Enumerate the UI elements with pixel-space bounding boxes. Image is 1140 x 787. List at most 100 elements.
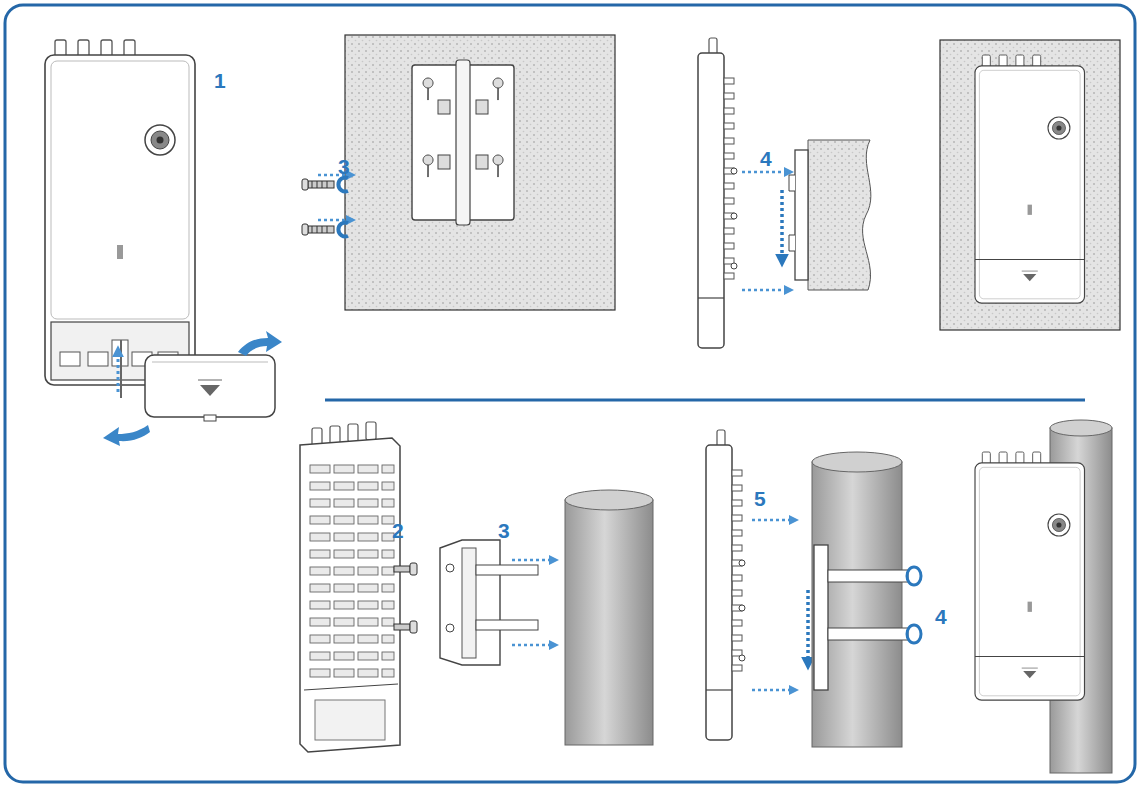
device-back-view — [310, 618, 330, 626]
wall-bracket — [423, 155, 433, 177]
device-back-view — [334, 567, 354, 575]
device-back-view — [382, 550, 394, 558]
wall — [940, 40, 1120, 330]
screw — [394, 624, 410, 630]
device-back-view — [310, 635, 330, 643]
device-back-view — [334, 465, 354, 473]
device-back-view — [334, 499, 354, 507]
screw-anchor — [302, 224, 308, 235]
pole-bracket-straps — [814, 545, 921, 690]
pole-bracket — [476, 565, 538, 575]
pole — [1050, 420, 1112, 436]
wall-bracket — [493, 155, 503, 177]
device-open-cover — [60, 352, 80, 366]
device-open-cover — [117, 245, 123, 259]
device-back-view — [334, 533, 354, 541]
device-back-view — [382, 584, 394, 592]
device-back-view — [358, 482, 378, 490]
screw-anchor — [312, 226, 327, 233]
pole-bracket — [462, 548, 476, 658]
pole-bracket — [512, 644, 555, 647]
pole-bracket — [476, 620, 538, 630]
device-back-view — [382, 601, 394, 609]
bottom-cover — [204, 415, 216, 421]
device-back-view — [310, 499, 330, 507]
device-back-view — [310, 516, 330, 524]
device-back-view — [358, 516, 378, 524]
bottom-cover — [103, 331, 282, 446]
device-open-cover — [157, 137, 164, 144]
device-back-view — [358, 601, 378, 609]
device-open-cover — [120, 340, 122, 398]
device-side-view — [706, 430, 808, 740]
screw-anchor — [308, 181, 334, 188]
callout-number: 4 — [760, 148, 772, 169]
device-back-view — [334, 550, 354, 558]
device-back-view — [348, 424, 358, 442]
wall — [808, 140, 871, 290]
device-back-view — [382, 482, 394, 490]
device-open-cover — [51, 61, 189, 319]
wall-bracket — [423, 78, 433, 100]
device-back-view — [358, 618, 378, 626]
device-back-view — [310, 465, 394, 677]
device-mounted-wall — [975, 55, 1085, 303]
device-mounted-pole — [975, 452, 1085, 700]
device-back-view — [334, 652, 354, 660]
device-open-cover — [88, 352, 108, 366]
wall-bracket — [456, 60, 470, 225]
device-back-view — [310, 584, 330, 592]
callout-number: 2 — [392, 520, 404, 541]
device-back-view — [382, 635, 394, 643]
device-side-view — [806, 590, 810, 665]
device-back-view — [382, 499, 394, 507]
pole-bracket — [512, 559, 555, 562]
device-open-cover — [45, 55, 195, 385]
pole — [565, 490, 653, 510]
wall-bracket — [493, 78, 503, 100]
screw — [394, 566, 410, 572]
bottom-cover — [200, 385, 220, 396]
screw-anchor — [338, 178, 348, 192]
device-back-view — [382, 652, 394, 660]
wall-bracket — [412, 65, 460, 220]
pole-bracket — [446, 624, 454, 632]
device-back-view — [358, 550, 378, 558]
screw-anchor — [302, 175, 352, 237]
pole-bracket-straps — [828, 628, 908, 640]
device-mounted-pole — [975, 452, 1085, 700]
device-side-view — [752, 519, 795, 522]
wall — [808, 140, 871, 290]
wall-bracket — [476, 100, 488, 114]
device-back-view — [310, 669, 330, 677]
device-side-view — [698, 38, 790, 348]
device-side-view — [742, 171, 790, 174]
wall-bracket — [795, 150, 808, 280]
pole — [565, 500, 653, 745]
device-side-view — [698, 38, 737, 348]
device-back-view — [330, 426, 340, 444]
wall-bracket — [789, 175, 795, 251]
device-back-view — [358, 533, 378, 541]
device-back-view — [334, 601, 354, 609]
pole-bracket — [446, 564, 454, 572]
device-back-view — [310, 652, 330, 660]
device-side-view — [742, 289, 790, 292]
frame — [5, 5, 1135, 782]
callout-number: 4 — [935, 606, 947, 627]
device-back-view — [300, 422, 400, 752]
device-back-view — [310, 482, 330, 490]
device-back-view — [382, 567, 394, 575]
device-back-view — [310, 533, 330, 541]
device-back-view — [334, 669, 354, 677]
pole-bracket — [440, 540, 500, 665]
device-open-cover — [145, 125, 175, 155]
pole-bracket-straps — [907, 567, 921, 585]
device-open-cover — [45, 40, 195, 398]
screw — [394, 563, 417, 633]
device-back-view — [310, 601, 330, 609]
callout-number: 3 — [338, 156, 350, 177]
pole — [812, 462, 902, 747]
bottom-cover — [238, 331, 282, 356]
